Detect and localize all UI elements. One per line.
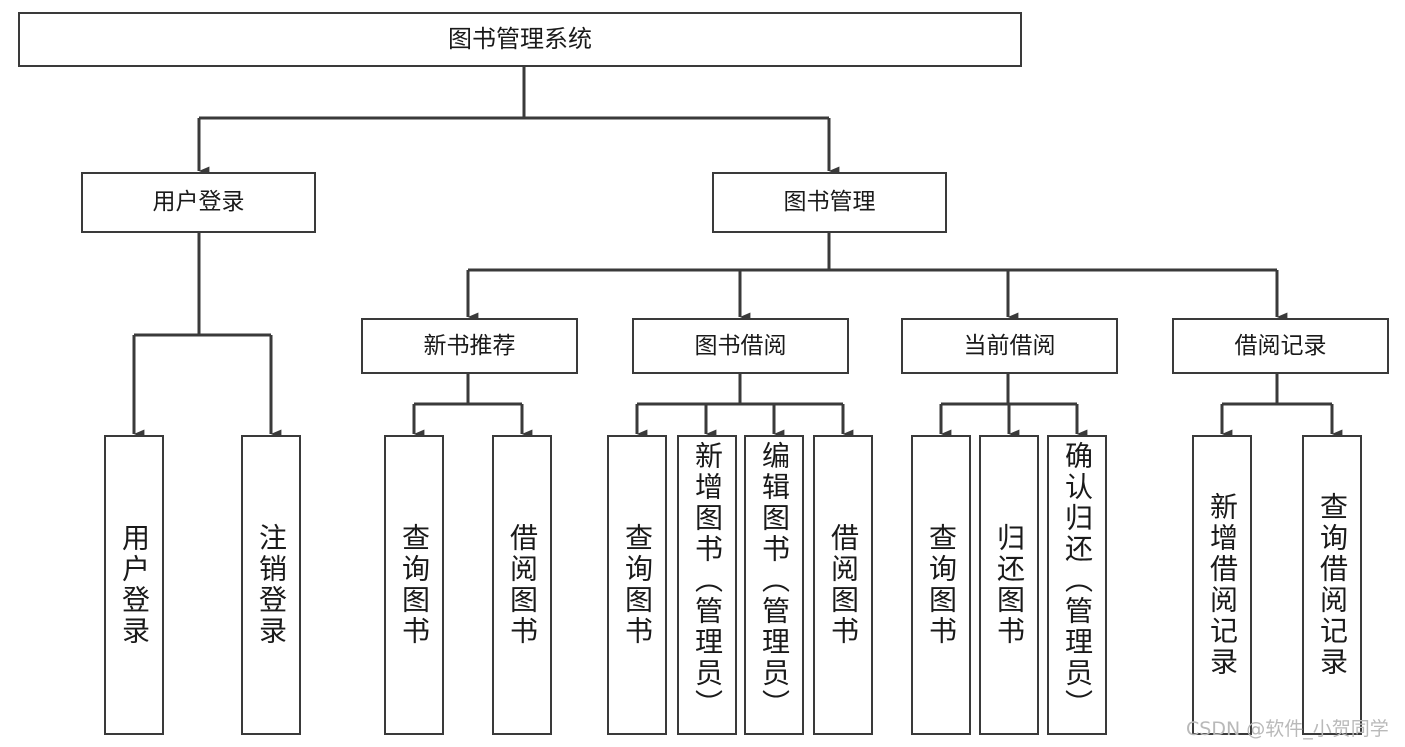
node-label: 编辑图书（管理员）: [758, 441, 791, 720]
leaf-confirm-return-admin[interactable]: 确认归还（管理员）: [1047, 435, 1107, 735]
node-label: 借阅记录: [1234, 332, 1327, 359]
leaf-user-login[interactable]: 用户登录: [104, 435, 164, 735]
node-label: 借阅图书: [506, 523, 539, 647]
node-label: 新书推荐: [423, 332, 516, 359]
node-label: 查询图书: [398, 523, 431, 647]
node-label: 确认归还（管理员）: [1061, 441, 1094, 720]
node-label: 注销登录: [255, 523, 288, 647]
leaf-query-book-borrow[interactable]: 查询图书: [607, 435, 667, 735]
node-label: 新增借阅记录: [1206, 492, 1239, 678]
leaf-query-book-recommend[interactable]: 查询图书: [384, 435, 444, 735]
node-label: 用户登录: [118, 523, 151, 647]
leaf-query-borrow-record[interactable]: 查询借阅记录: [1302, 435, 1362, 735]
node-new-book-recommend[interactable]: 新书推荐: [361, 318, 578, 374]
leaf-borrow-book-recommend[interactable]: 借阅图书: [492, 435, 552, 735]
leaf-add-book-admin[interactable]: 新增图书（管理员）: [677, 435, 737, 735]
leaf-logout[interactable]: 注销登录: [241, 435, 301, 735]
node-label: 查询借阅记录: [1316, 492, 1349, 678]
node-current-borrow[interactable]: 当前借阅: [901, 318, 1118, 374]
leaf-query-book-current[interactable]: 查询图书: [911, 435, 971, 735]
leaf-edit-book-admin[interactable]: 编辑图书（管理员）: [744, 435, 804, 735]
node-user-login[interactable]: 用户登录: [81, 172, 316, 233]
node-label: 查询图书: [925, 523, 958, 647]
leaf-return-book[interactable]: 归还图书: [979, 435, 1039, 735]
node-book-borrow[interactable]: 图书借阅: [632, 318, 849, 374]
node-label: 图书管理系统: [448, 24, 592, 53]
node-label: 借阅图书: [827, 523, 860, 647]
leaf-borrow-book[interactable]: 借阅图书: [813, 435, 873, 735]
node-label: 图书管理: [783, 189, 876, 216]
node-root-system[interactable]: 图书管理系统: [18, 12, 1022, 67]
node-borrow-record[interactable]: 借阅记录: [1172, 318, 1389, 374]
node-label: 归还图书: [993, 523, 1026, 647]
csdn-watermark: CSDN @软件_小贺同学: [1186, 718, 1389, 740]
leaf-add-borrow-record[interactable]: 新增借阅记录: [1192, 435, 1252, 735]
node-book-management[interactable]: 图书管理: [712, 172, 947, 233]
node-label: 图书借阅: [694, 332, 787, 359]
node-label: 当前借阅: [963, 332, 1056, 359]
node-label: 查询图书: [621, 523, 654, 647]
node-label: 新增图书（管理员）: [691, 441, 724, 720]
node-label: 用户登录: [152, 189, 245, 216]
